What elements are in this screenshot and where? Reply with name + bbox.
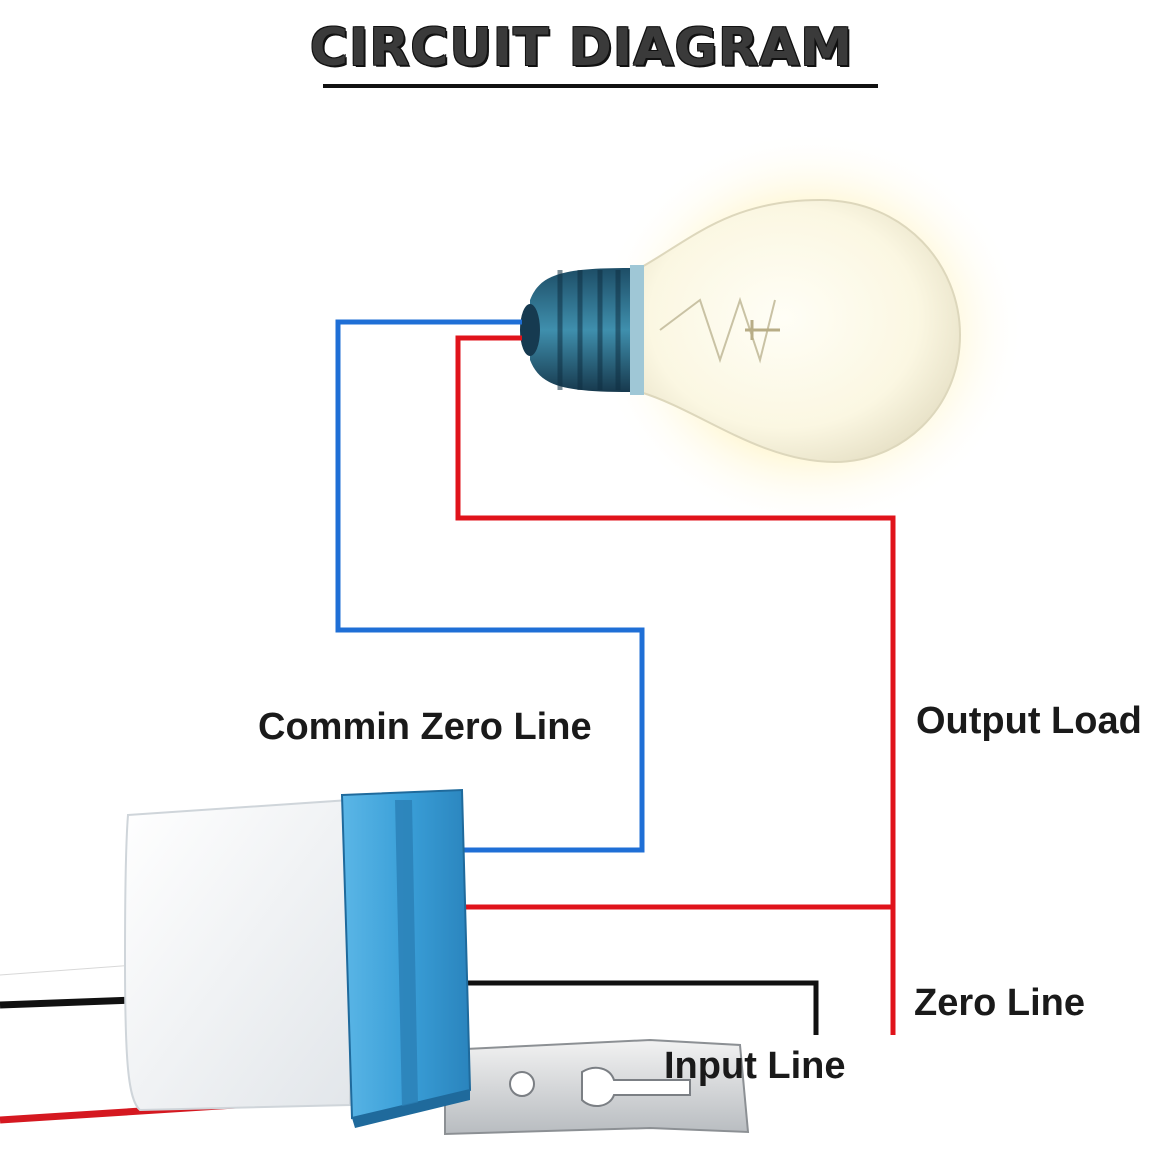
input-wire	[460, 980, 819, 1035]
output-load-wire	[455, 335, 896, 1035]
light-bulb-icon	[520, 130, 1025, 530]
photo-sensor-switch-icon	[123, 788, 472, 1128]
mounting-bracket-icon	[444, 1038, 750, 1136]
title-underline	[323, 84, 878, 88]
zero-wire	[335, 319, 645, 853]
zero-line-label: Zero Line	[914, 982, 1086, 1024]
output-load-label: Output Load	[916, 700, 1142, 742]
commin-zero-line-label: Commin Zero Line	[258, 706, 592, 748]
page-title: CIRCUIT DIAGRAM	[309, 18, 854, 78]
input-line-label: Input Line	[664, 1045, 846, 1087]
